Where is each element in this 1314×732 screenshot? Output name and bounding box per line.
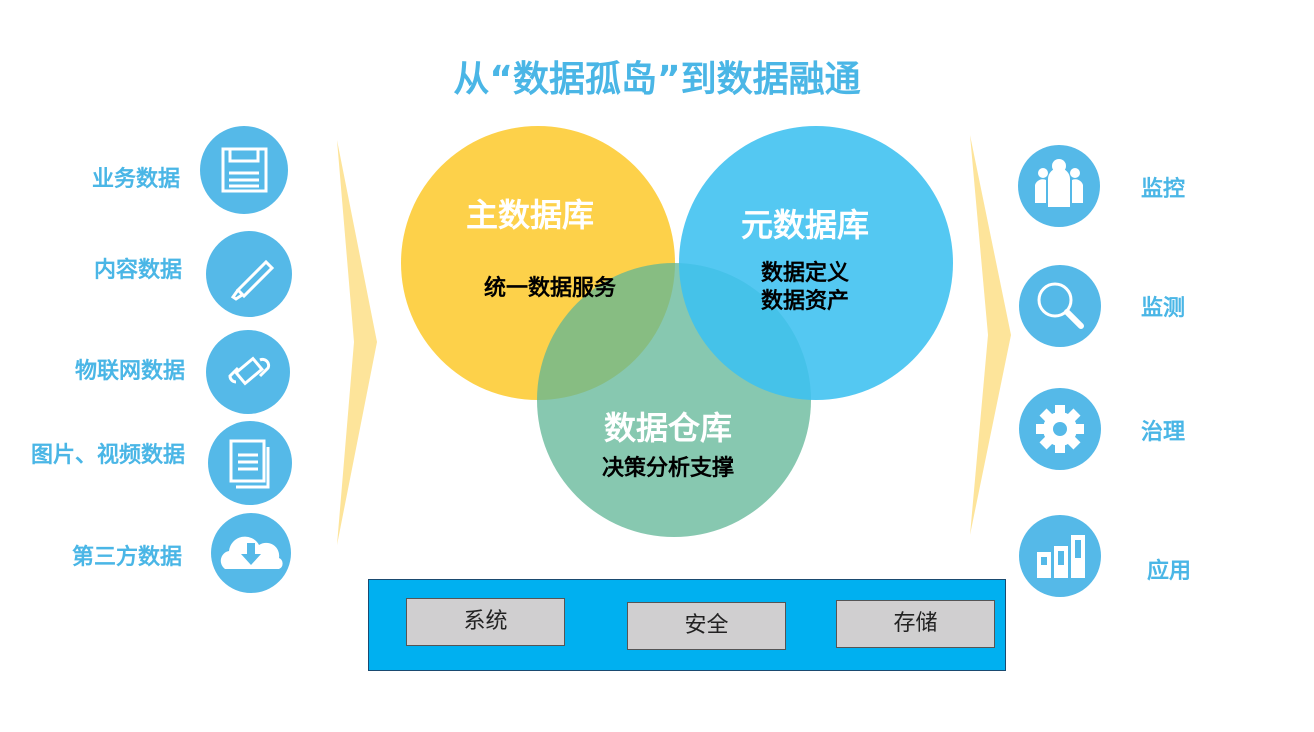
system-box: 系统 (406, 598, 565, 646)
output-label: 监控 (1141, 177, 1186, 202)
cloud-download-icon (220, 536, 283, 569)
warehouse-title: 数据仓库 (603, 409, 732, 447)
page-title: 从“数据孤岛”到数据融通 (453, 59, 861, 100)
output-label: 治理 (1141, 420, 1186, 445)
source-label: 图片、视频数据 (30, 443, 185, 468)
metadata-title: 元数据库 (740, 206, 869, 244)
master-data-title: 主数据库 (465, 196, 594, 234)
left-chevron (337, 140, 377, 545)
magnifier-icon (1037, 282, 1084, 329)
source-icon-circle (206, 330, 290, 414)
source-label: 第三方数据 (71, 545, 182, 570)
source-icon-circle (206, 231, 292, 317)
source-label: 内容数据 (93, 258, 182, 283)
storage-box: 存储 (836, 600, 995, 648)
bar-chart-icon (1037, 535, 1085, 578)
output-label: 监测 (1141, 296, 1186, 321)
output-icon-circle (1019, 265, 1101, 347)
metadata-subtitle-2: 数据资产 (760, 289, 849, 314)
security-box: 安全 (627, 602, 786, 650)
right-chevron (970, 135, 1011, 535)
source-label: 物联网数据 (74, 359, 185, 384)
users-icon (1035, 159, 1083, 207)
gear-icon (1036, 405, 1084, 453)
source-label: 业务数据 (91, 167, 180, 192)
warehouse-subtitle: 决策分析支撑 (601, 456, 734, 481)
source-icon-circle (200, 126, 288, 214)
highlighter-icon (230, 259, 275, 301)
output-label: 应用 (1147, 559, 1192, 584)
bandage-link-icon (228, 356, 271, 386)
master-data-subtitle: 统一数据服务 (483, 276, 616, 301)
documents-icon (229, 439, 270, 489)
metadata-subtitle-1: 数据定义 (760, 261, 849, 286)
metadata-circle (679, 126, 953, 400)
floppy-disk-icon (221, 147, 268, 193)
